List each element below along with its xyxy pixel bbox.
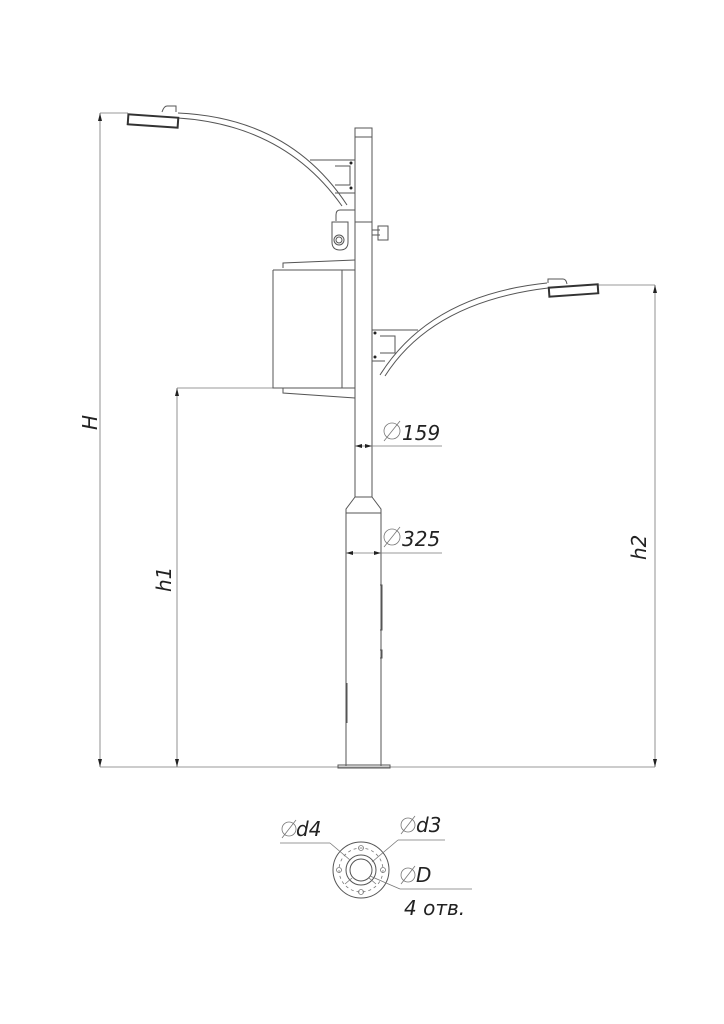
dimension-diameter-325: 325	[346, 526, 442, 555]
label-diameter-159: 159	[402, 421, 440, 445]
camera	[331, 209, 389, 251]
label-d4: d4	[296, 817, 321, 841]
dimension-H: H	[78, 112, 128, 767]
dimension-h2: h2	[598, 284, 657, 767]
label-d3: d3	[416, 813, 441, 837]
dimension-diameter-159: 159	[355, 420, 442, 448]
flange-view: d4 d3 D 4 отв.	[280, 813, 472, 920]
label-h2: h2	[627, 535, 651, 560]
label-diameter-325: 325	[402, 527, 440, 551]
left-arm	[126, 105, 355, 207]
top-luminaire	[126, 113, 180, 129]
label-H: H	[78, 415, 102, 430]
cabinet	[272, 259, 356, 399]
label-holes: 4 отв.	[404, 896, 465, 920]
label-D: D	[416, 863, 431, 887]
right-arm	[372, 278, 600, 377]
dimension-h1: h1	[152, 387, 285, 767]
label-h1: h1	[152, 567, 176, 592]
pole	[337, 127, 391, 769]
right-luminaire	[547, 283, 600, 298]
